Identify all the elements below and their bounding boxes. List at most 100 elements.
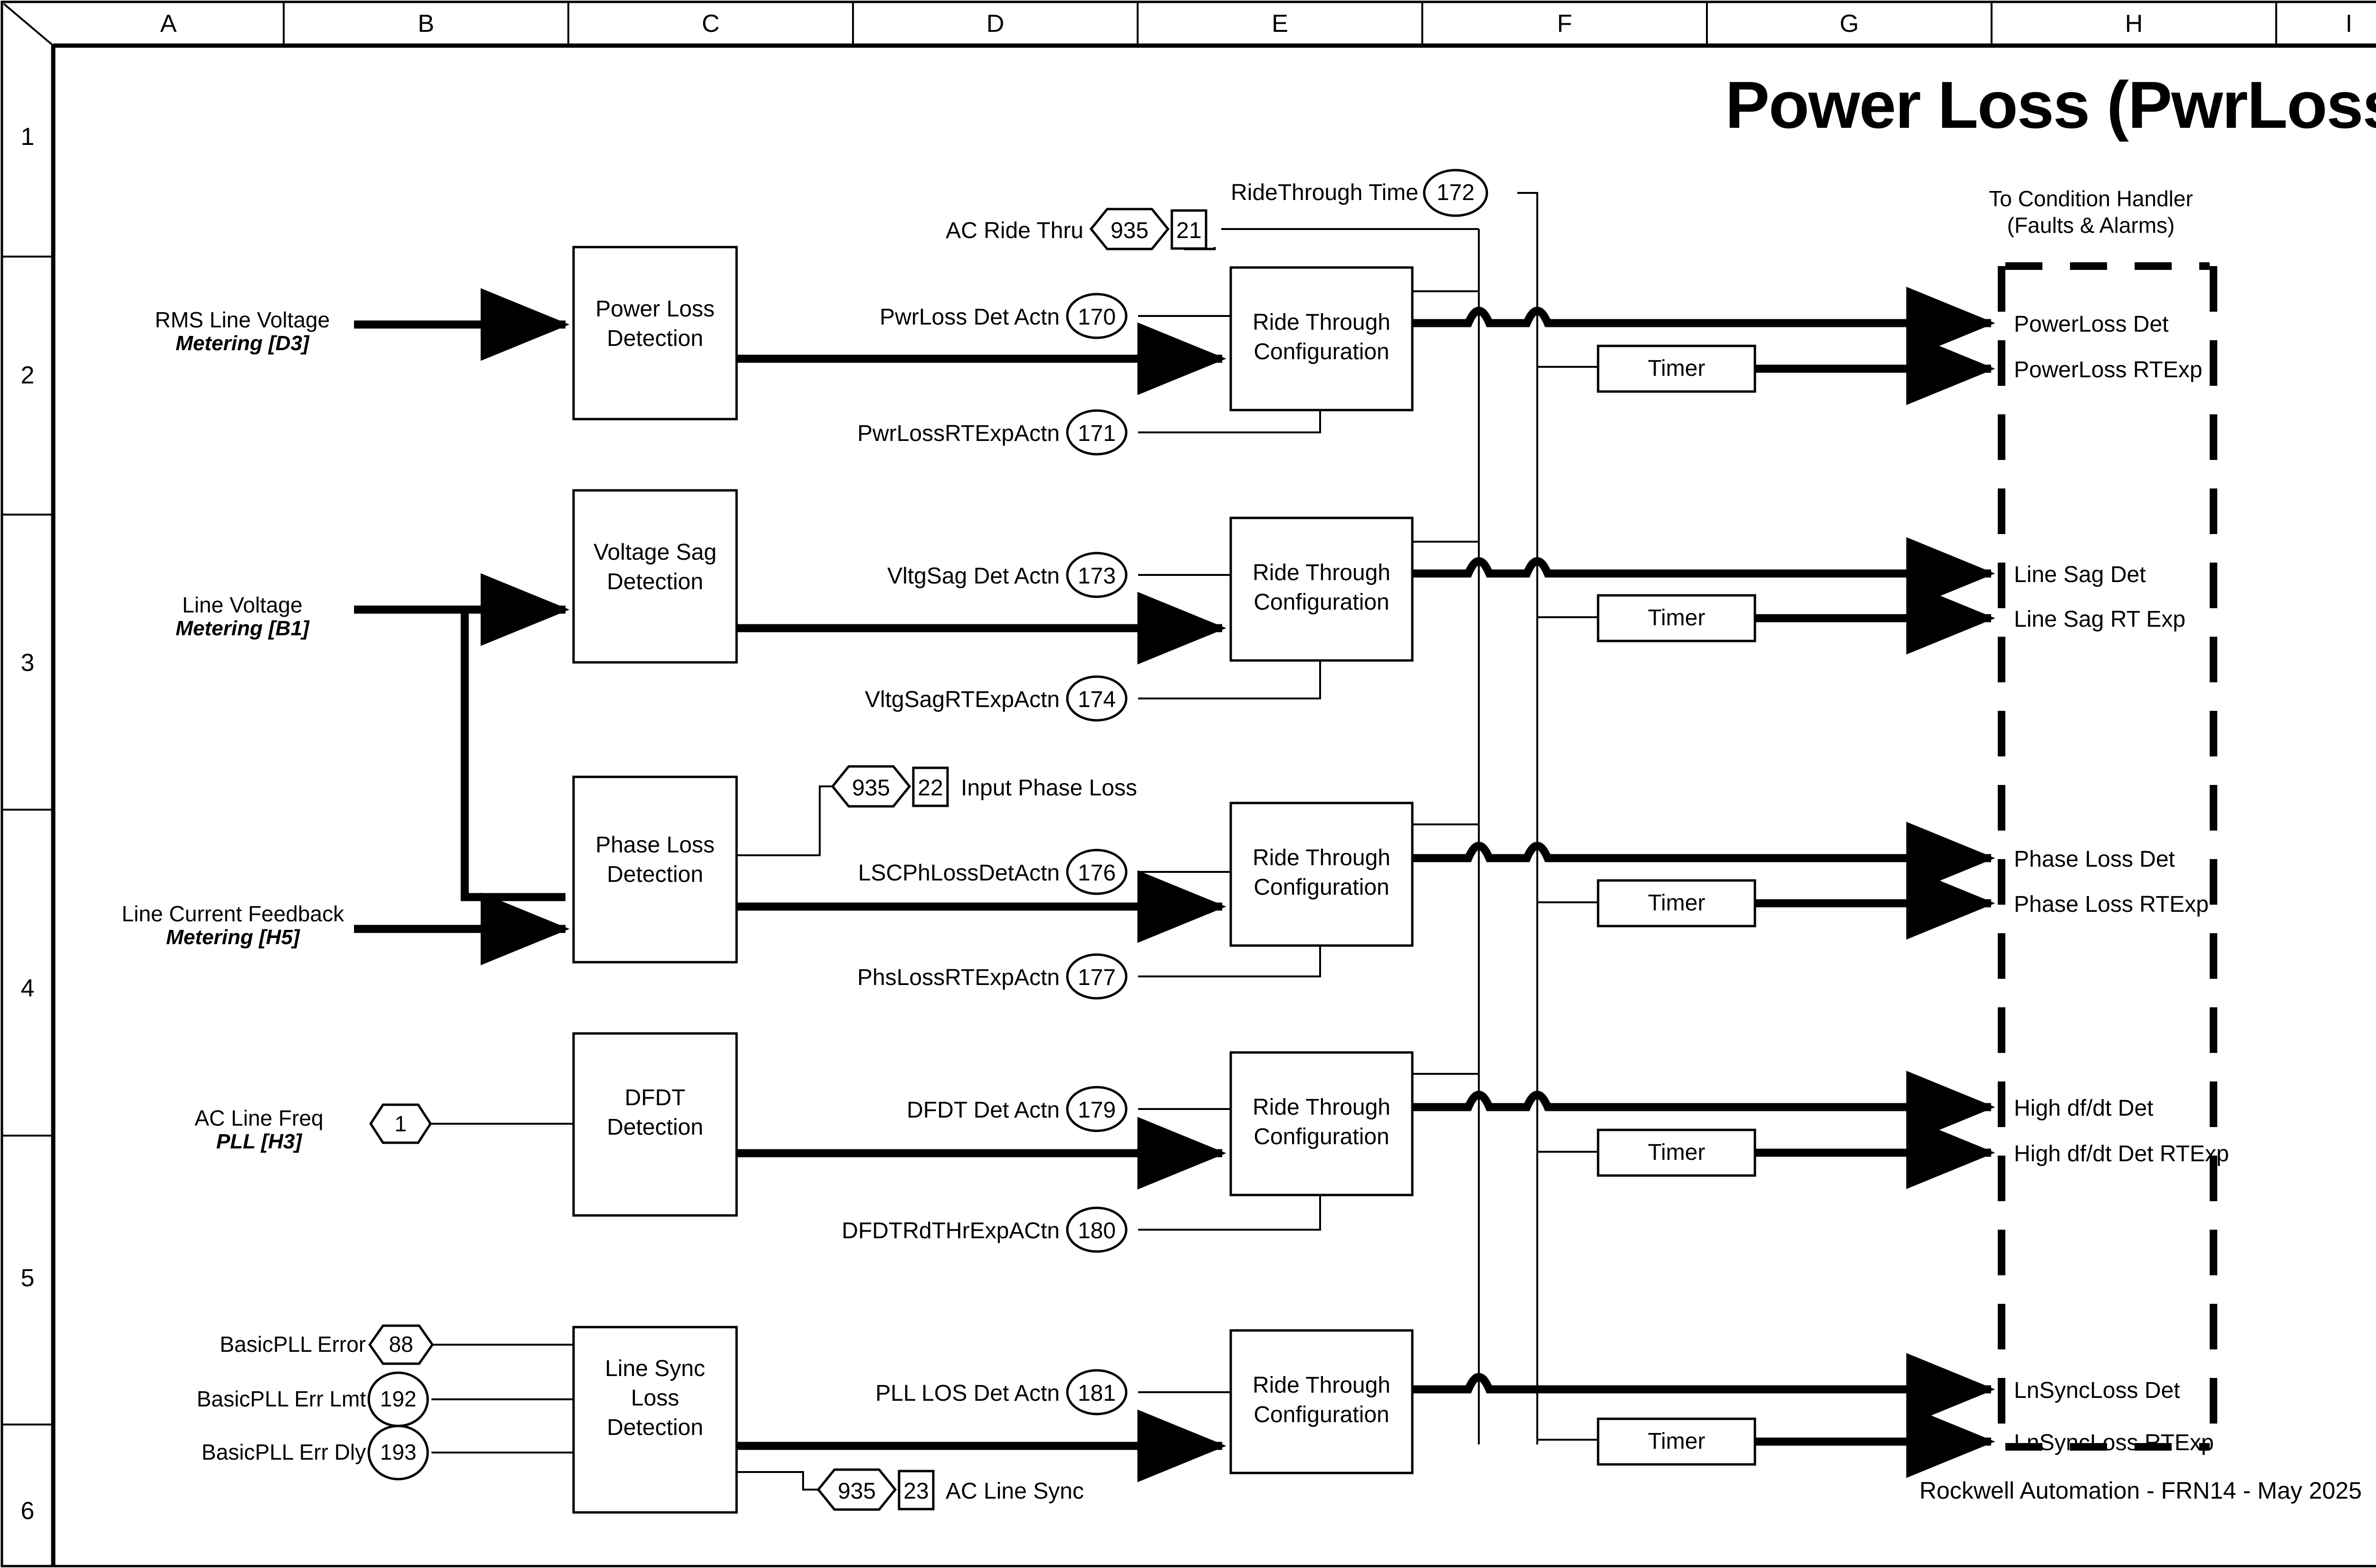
tag-181 — [1066, 1369, 1128, 1415]
tag-text-88: 88 — [389, 1332, 413, 1357]
tag-180 — [1066, 1206, 1128, 1253]
block-timer-5 — [1597, 1417, 1756, 1466]
block-label-phase-loss-detection: Phase Loss Detection — [595, 832, 715, 887]
offpage-label-input-phase-loss: Input Phase Loss — [961, 775, 1137, 801]
block-rt-config-4 — [1229, 1051, 1414, 1196]
input-ref: Metering [H5] — [166, 926, 300, 949]
signal-label-lscphlossdetactn: LSCPhLossDetActn — [858, 860, 1060, 886]
ridethrough-time-label: RideThrough Time — [1231, 180, 1418, 205]
tag-text-177: 177 — [1077, 965, 1116, 990]
input-label-rms-line-voltage: RMS Line Voltage Metering [D3] — [133, 308, 352, 355]
block-dfdt-detection — [572, 1032, 738, 1217]
tag-text-173: 173 — [1077, 564, 1116, 589]
offpage-ref-23: 23 — [903, 1479, 929, 1504]
row-header-2: 2 — [20, 362, 35, 389]
ride-through-blocks — [1229, 266, 1414, 1474]
block-line-sync-loss-detection — [572, 1326, 738, 1514]
output-label-lnsyncloss-rtexp: LnSyncLoss RTExp — [2014, 1430, 2214, 1455]
row-header-6: 6 — [20, 1497, 35, 1525]
row-header-5: 5 — [20, 1264, 35, 1292]
tag-text-172: 172 — [1436, 180, 1475, 205]
input-ref: Metering [B1] — [175, 617, 309, 640]
column-header-D: D — [986, 10, 1005, 38]
detection-blocks — [572, 246, 738, 1514]
input-label-basicpll-err-lmt: BasicPLL Err Lmt — [196, 1386, 366, 1411]
offpage-page-935-a: 935 — [1110, 218, 1149, 243]
offpage-label-ac-ride-thru: AC Ride Thru — [946, 218, 1083, 243]
signal-label-phslossrtexpactn: PhsLossRTExpActn — [857, 965, 1060, 990]
tag-text-180: 180 — [1077, 1218, 1116, 1243]
block-label-rt-config-3: Ride Through Configuration — [1253, 845, 1390, 900]
signal-label-pll-los-det-actn: PLL LOS Det Actn — [875, 1381, 1060, 1406]
tag-text-193: 193 — [380, 1440, 417, 1464]
column-header-C: C — [701, 10, 720, 38]
offpage-page-935-b: 935 — [852, 775, 891, 801]
block-label-rt-config-1: Ride Through Configuration — [1253, 310, 1390, 364]
tag-177 — [1066, 953, 1128, 1000]
column-header-I: I — [2345, 10, 2353, 38]
block-timer-3 — [1597, 879, 1756, 927]
sheet-footer: Rockwell Automation - FRN14 - May 2025 — [1919, 1477, 2362, 1504]
offpage-page-935-c: 935 — [837, 1479, 876, 1504]
wires-dfdt — [424, 1071, 1995, 1231]
signal-label-pwrloss-det-actn: PwrLoss Det Actn — [880, 305, 1060, 330]
output-label-powerloss-rtexp: PowerLoss RTExp — [2014, 357, 2203, 382]
offpage-ref-21: 21 — [1176, 218, 1202, 243]
wires-power-loss — [354, 192, 1995, 1444]
tag-172 — [1423, 169, 1488, 217]
tag-text-171: 171 — [1077, 421, 1116, 446]
output-label-lnsyncloss-det: LnSyncLoss Det — [2014, 1378, 2180, 1403]
tag-text-174: 174 — [1077, 687, 1116, 712]
tag-174 — [1066, 675, 1128, 722]
block-label-power-loss-detection: Power Loss Detection — [595, 296, 715, 351]
column-header-H: H — [2125, 10, 2143, 38]
tag-text-179: 179 — [1077, 1098, 1116, 1123]
column-headers: A B C D E F G H I — [0, 0, 2376, 46]
tag-text-170: 170 — [1077, 305, 1116, 330]
input-name: RMS Line Voltage — [154, 307, 330, 332]
signal-label-dfdt-det-actn: DFDT Det Actn — [907, 1098, 1060, 1123]
block-label-rt-config-5: Ride Through Configuration — [1253, 1373, 1390, 1427]
signal-label-pwrlossrtexpactn: PwrLossRTExpActn — [857, 421, 1060, 446]
block-rt-config-5 — [1229, 1329, 1414, 1474]
input-label-line-voltage: Line Voltage Metering [B1] — [133, 593, 352, 641]
input-name: Line Voltage — [182, 593, 303, 617]
tag-hex-88 — [368, 1324, 434, 1365]
input-ref: PLL [H3] — [216, 1130, 302, 1153]
column-header-B: B — [418, 10, 434, 38]
signal-label-dfdtrdthrexpactn: DFDTRdTHrExpACtn — [842, 1218, 1060, 1243]
wires-phase-loss — [354, 785, 1995, 977]
row-header-1: 1 — [20, 123, 35, 151]
block-label-rt-config-2: Ride Through Configuration — [1253, 560, 1390, 615]
tag-170 — [1066, 293, 1128, 339]
block-label-timer-4: Timer — [1648, 1140, 1705, 1165]
column-header-F: F — [1557, 10, 1572, 38]
column-header-G: G — [1839, 10, 1859, 38]
block-rt-config-2 — [1229, 516, 1414, 662]
output-label-phase-loss-det: Phase Loss Det — [2014, 847, 2175, 872]
column-header-A: A — [160, 10, 177, 38]
offpage-connector-ac-ride-thru — [1079, 185, 1221, 250]
output-label-line-sag-rt-exp: Line Sag RT Exp — [2014, 607, 2186, 632]
input-label-ac-line-freq: AC Line Freq PLL [H3] — [157, 1106, 361, 1154]
block-timer-2 — [1597, 594, 1756, 642]
block-label-dfdt-detection: DFDT Detection — [607, 1085, 703, 1140]
tag-text-192: 192 — [380, 1386, 417, 1411]
condition-handler-line2: (Faults & Alarms) — [2007, 213, 2175, 238]
block-label-timer-2: Timer — [1648, 605, 1705, 631]
offpage-label-ac-line-sync: AC Line Sync — [946, 1479, 1084, 1504]
input-label-basicpll-err-dly: BasicPLL Err Dly — [201, 1440, 366, 1464]
output-label-line-sag-det: Line Sag Det — [2014, 562, 2146, 587]
block-power-loss-detection — [572, 246, 738, 421]
tag-hex-1 — [369, 1103, 432, 1144]
tag-bubbles — [367, 169, 1488, 1481]
column-header-E: E — [1272, 10, 1288, 38]
offpage-connector-ac-line-sync — [816, 1468, 935, 1511]
tag-193 — [367, 1425, 429, 1481]
wires-line-sync-loss — [424, 1344, 1995, 1491]
signal-label-vltgsagrtexpactn: VltgSagRTExpActn — [865, 687, 1060, 712]
output-label-phase-loss-rtexp: Phase Loss RTExp — [2014, 892, 2209, 917]
block-label-rt-config-4: Ride Through Configuration — [1253, 1095, 1390, 1149]
